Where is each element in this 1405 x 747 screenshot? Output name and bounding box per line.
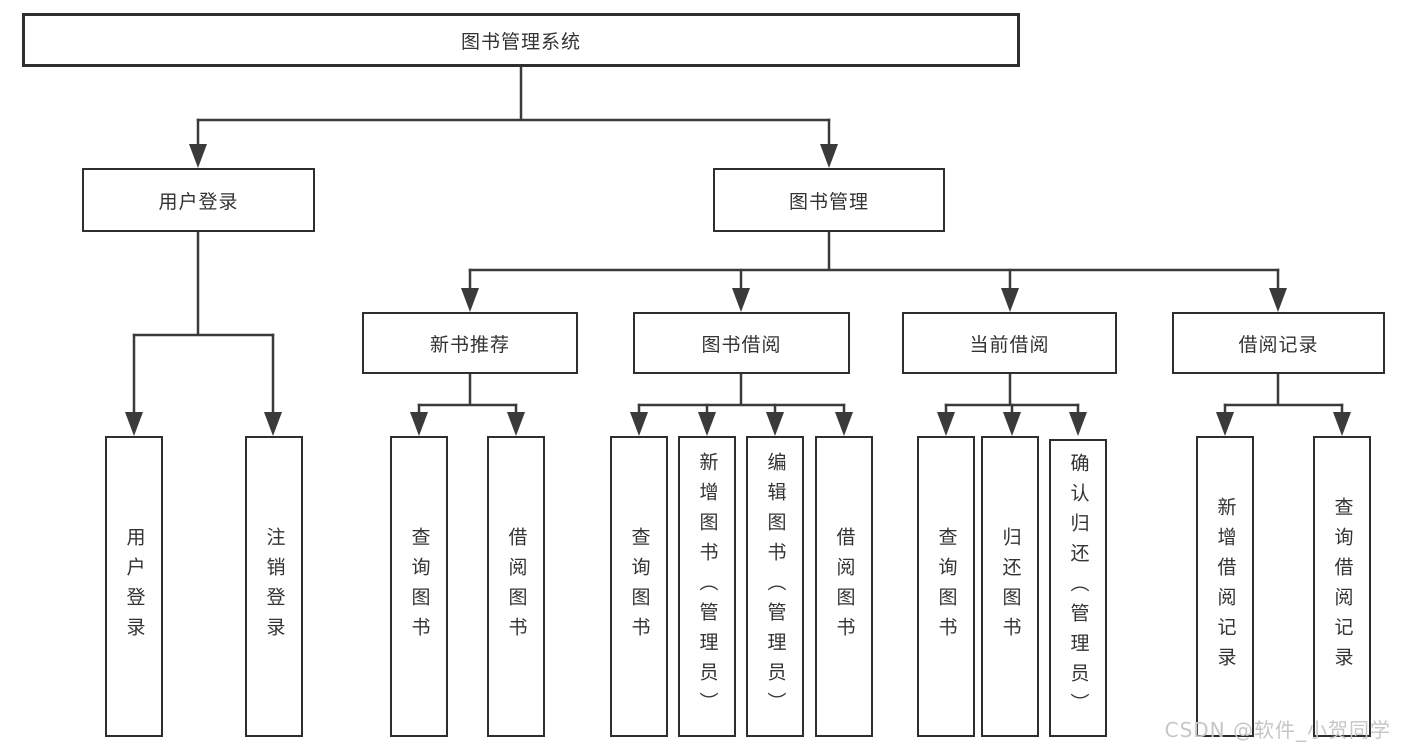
node-add-borrow-record-label: 新增借阅记录 <box>1214 496 1237 677</box>
node-recommend-borrow-books-label: 借阅图书 <box>505 526 528 647</box>
node-add-books-admin: 新增图书（管理员） <box>678 436 736 737</box>
node-recommend-query-books: 查询图书 <box>390 436 448 737</box>
node-add-books-admin-label: 新增图书（管理员） <box>696 451 719 722</box>
node-return-books: 归还图书 <box>981 436 1039 737</box>
node-user-login-branch: 用户登录 <box>82 168 315 232</box>
arrowhead-icons <box>125 144 1351 436</box>
node-current-query-books: 查询图书 <box>917 436 975 737</box>
node-confirm-return-admin: 确认归还（管理员） <box>1049 439 1107 737</box>
node-current-borrowing: 当前借阅 <box>902 312 1117 374</box>
node-borrowing-query-books-label: 查询图书 <box>628 526 651 647</box>
node-query-borrow-record: 查询借阅记录 <box>1313 436 1371 737</box>
node-add-borrow-record: 新增借阅记录 <box>1196 436 1254 737</box>
node-borrowing-borrow-books-label: 借阅图书 <box>833 526 856 647</box>
node-query-borrow-record-label: 查询借阅记录 <box>1331 496 1354 677</box>
node-recommend-query-books-label: 查询图书 <box>408 526 431 647</box>
node-book-borrowing-label: 图书借阅 <box>701 333 782 356</box>
node-root-system: 图书管理系统 <box>22 13 1020 67</box>
node-edit-books-admin-label: 编辑图书（管理员） <box>764 451 787 722</box>
node-borrowing-records-label: 借阅记录 <box>1238 333 1319 356</box>
node-user-login-branch-label: 用户登录 <box>158 190 239 213</box>
node-new-book-recommend-label: 新书推荐 <box>429 333 510 356</box>
node-current-borrowing-label: 当前借阅 <box>969 333 1050 356</box>
node-root-system-label: 图书管理系统 <box>460 30 581 53</box>
node-book-borrowing: 图书借阅 <box>633 312 850 374</box>
node-confirm-return-admin-label: 确认归还（管理员） <box>1067 453 1090 723</box>
node-borrowing-query-books: 查询图书 <box>610 436 668 737</box>
node-user-login-leaf-label: 用户登录 <box>123 526 146 647</box>
node-edit-books-admin: 编辑图书（管理员） <box>746 436 804 737</box>
node-borrowing-borrow-books: 借阅图书 <box>815 436 873 737</box>
node-user-login-leaf: 用户登录 <box>105 436 163 737</box>
node-logout-leaf-label: 注销登录 <box>263 526 286 647</box>
csdn-watermark: CSDN @软件_小贺同学 <box>1164 718 1391 742</box>
node-book-management-branch-label: 图书管理 <box>788 190 869 213</box>
node-current-query-books-label: 查询图书 <box>935 526 958 647</box>
node-book-management-branch: 图书管理 <box>713 168 945 232</box>
node-return-books-label: 归还图书 <box>999 526 1022 647</box>
node-logout-leaf: 注销登录 <box>245 436 303 737</box>
node-borrowing-records: 借阅记录 <box>1172 312 1385 374</box>
node-new-book-recommend: 新书推荐 <box>362 312 578 374</box>
node-recommend-borrow-books: 借阅图书 <box>487 436 545 737</box>
